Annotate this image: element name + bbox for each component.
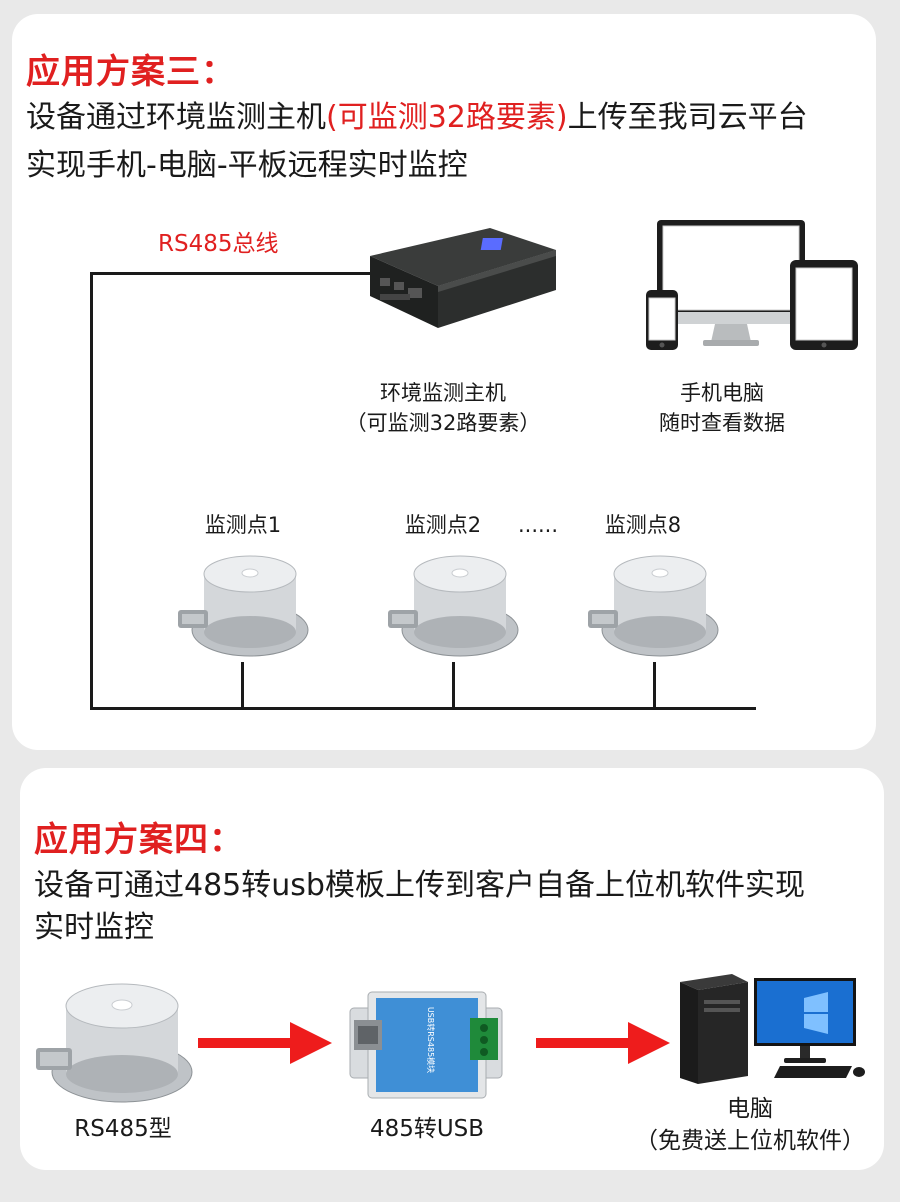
plan3-description-line2: 实现手机-电脑-平板远程实时监控: [26, 148, 468, 183]
sensor-icon: [588, 555, 719, 657]
tablet-icon: [790, 260, 858, 350]
pc-tower-icon: [680, 974, 748, 1084]
plan3-title: 应用方案三：: [26, 52, 236, 92]
converter-module-icon: USB转RS485模块: [349, 991, 503, 1099]
bus-line-left: [90, 272, 93, 710]
points-ellipsis: ......: [517, 513, 559, 537]
sensor-icon: [36, 983, 193, 1103]
plan3-desc-part1: 设备通过环境监测主机: [26, 100, 326, 135]
arrow-right-icon: [198, 1022, 332, 1064]
mouse-icon: [853, 1067, 865, 1077]
plan3-card: 应用方案三： 设备通过环境监测主机(可监测32路要素)上传至我司云平台 实现手机…: [12, 14, 876, 750]
bus-drop-2: [452, 662, 455, 708]
bus-drop-1: [241, 662, 244, 708]
point-label-2: 监测点2: [404, 513, 482, 537]
plan4-description-line1: 设备可通过485转usb模板上传到客户自备上位机软件实现: [34, 868, 805, 903]
plan3-desc-highlight: (可监测32路要素): [326, 100, 568, 135]
monitor-icon: [657, 220, 805, 346]
plan4-description-line2: 实时监控: [34, 910, 154, 945]
host-label-line1: 环境监测主机: [380, 381, 506, 405]
point-label-8: 监测点8: [604, 513, 682, 537]
bus-label: RS485总线: [158, 231, 279, 257]
plan3-desc-part2: 上传至我司云平台: [567, 100, 808, 135]
converter-module-text: USB转RS485模块: [426, 1007, 436, 1073]
sensor-icon: [388, 555, 519, 657]
arrow-right-icon: [536, 1022, 670, 1064]
plan4-title: 应用方案四：: [34, 820, 244, 860]
pc-label-line2: （免费送上位机软件）: [635, 1128, 865, 1154]
host-device-icon: [370, 228, 556, 328]
sensor-label: RS485型: [74, 1116, 172, 1142]
plan3-description: 设备通过环境监测主机(可监测32路要素)上传至我司云平台: [26, 94, 808, 142]
keyboard-icon: [774, 1066, 852, 1078]
converter-label: 485转USB: [369, 1116, 485, 1142]
pc-label-line1: 电脑: [727, 1096, 773, 1122]
host-label-line2: （可监测32路要素）: [345, 411, 541, 435]
sensor-icon: [178, 555, 309, 657]
bus-drop-8: [653, 662, 656, 708]
phone-icon: [646, 290, 678, 350]
devices-label-line2: 随时查看数据: [659, 411, 785, 435]
point-label-1: 监测点1: [204, 513, 282, 537]
plan4-card: 应用方案四： 设备可通过485转usb模板上传到客户自备上位机软件实现 实时监控…: [20, 768, 884, 1170]
monitor-icon: [754, 978, 856, 1063]
devices-label-line1: 手机电脑: [680, 381, 764, 405]
bus-line-top: [90, 272, 392, 275]
bus-line-bottom: [90, 707, 756, 710]
